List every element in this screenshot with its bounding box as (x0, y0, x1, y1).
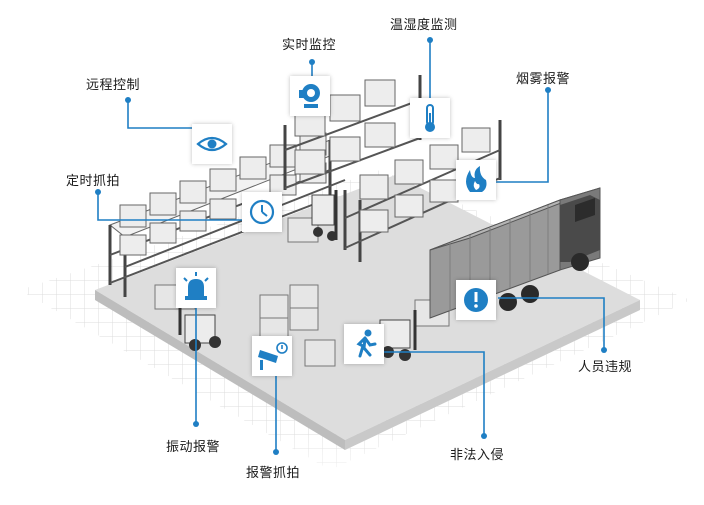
label-remote-control: 远程控制 (86, 78, 141, 93)
label-personnel-violation: 人员违规 (578, 360, 633, 375)
clock-icon (242, 192, 282, 232)
label-smoke-alarm: 烟雾报警 (516, 72, 571, 87)
thermometer-icon (410, 98, 450, 138)
label-timed-capture: 定时抓拍 (66, 174, 121, 189)
label-vibration-alarm: 振动报警 (166, 440, 221, 455)
label-realtime-monitor: 实时监控 (282, 38, 337, 53)
callout-lines (97, 40, 605, 452)
webcam-icon (290, 76, 330, 116)
callout-dots (95, 37, 607, 455)
forklift-center (311, 190, 338, 241)
label-temp-humidity: 温湿度监测 (390, 18, 458, 33)
fire-icon (456, 160, 496, 200)
running-person-icon (344, 324, 384, 364)
label-illegal-intrusion: 非法入侵 (450, 448, 505, 463)
eye-icon (192, 124, 232, 164)
siren-icon (176, 268, 216, 308)
warning-badge-icon (456, 280, 496, 320)
forklift-left (178, 300, 221, 351)
label-alarm-capture: 报警抓拍 (246, 466, 301, 481)
cctv-camera-icon (252, 336, 292, 376)
